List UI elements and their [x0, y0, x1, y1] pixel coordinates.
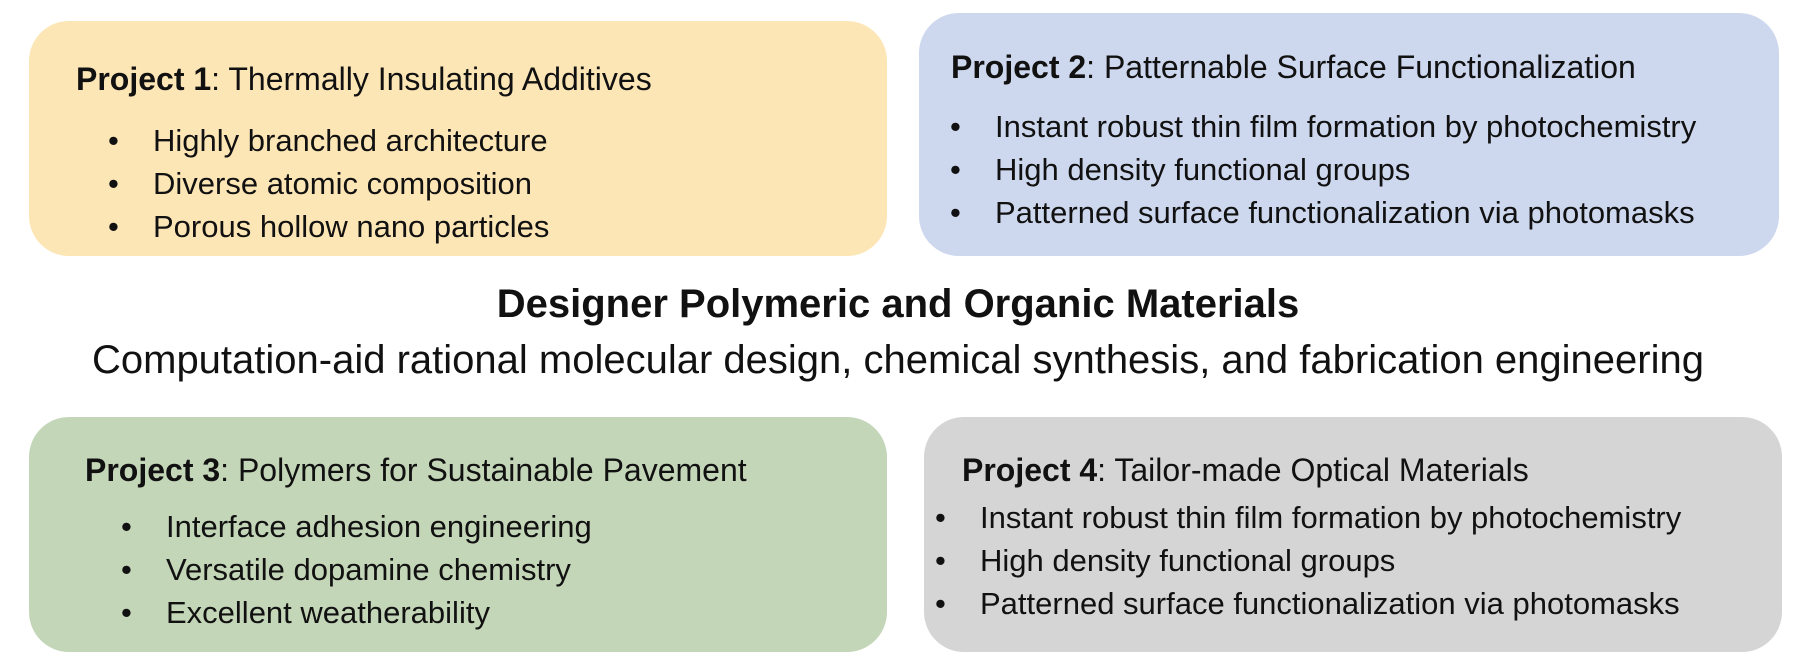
project-2-box: Project 2: Patternable Surface Functiona…: [919, 13, 1779, 256]
bullet-item: Diverse atomic composition: [108, 162, 549, 205]
project-1-title: Project 1: Thermally Insulating Additive…: [76, 59, 652, 99]
project-name: : Patternable Surface Functionalization: [1086, 49, 1636, 85]
project-name: : Tailor-made Optical Materials: [1097, 452, 1529, 488]
bullet-item: Versatile dopamine chemistry: [121, 548, 592, 591]
main-subtitle: Computation-aid rational molecular desig…: [91, 338, 1704, 382]
bullet-item: Highly branched architecture: [108, 119, 549, 162]
bullet-item: High density functional groups: [950, 148, 1696, 191]
project-label: Project 2: [951, 49, 1087, 85]
project-4-bullets: Instant robust thin film formation by ph…: [935, 496, 1681, 625]
project-4-title: Project 4: Tailor-made Optical Materials: [962, 450, 1529, 490]
project-1-bullets: Highly branched architecture Diverse ato…: [108, 119, 549, 248]
project-4-box: Project 4: Tailor-made Optical Materials…: [924, 417, 1782, 652]
bullet-item: Instant robust thin film formation by ph…: [935, 496, 1681, 539]
bullet-item: Instant robust thin film formation by ph…: [950, 105, 1696, 148]
bullet-item: Porous hollow nano particles: [108, 205, 549, 248]
bullet-item: High density functional groups: [935, 539, 1681, 582]
project-name: : Thermally Insulating Additives: [211, 61, 652, 97]
project-3-box: Project 3: Polymers for Sustainable Pave…: [29, 417, 887, 652]
project-1-box: Project 1: Thermally Insulating Additive…: [29, 21, 887, 256]
project-3-bullets: Interface adhesion engineering Versatile…: [121, 505, 592, 634]
main-title: Designer Polymeric and Organic Materials: [496, 282, 1300, 326]
bullet-item: Patterned surface functionalization via …: [950, 191, 1696, 234]
bullet-item: Interface adhesion engineering: [121, 505, 592, 548]
project-2-title: Project 2: Patternable Surface Functiona…: [951, 47, 1636, 87]
project-name: : Polymers for Sustainable Pavement: [220, 452, 747, 488]
bullet-item: Excellent weatherability: [121, 591, 592, 634]
project-2-bullets: Instant robust thin film formation by ph…: [950, 105, 1696, 234]
project-label: Project 3: [85, 452, 221, 488]
project-label: Project 1: [76, 61, 212, 97]
bullet-item: Patterned surface functionalization via …: [935, 582, 1681, 625]
project-label: Project 4: [962, 452, 1098, 488]
project-3-title: Project 3: Polymers for Sustainable Pave…: [85, 450, 747, 490]
